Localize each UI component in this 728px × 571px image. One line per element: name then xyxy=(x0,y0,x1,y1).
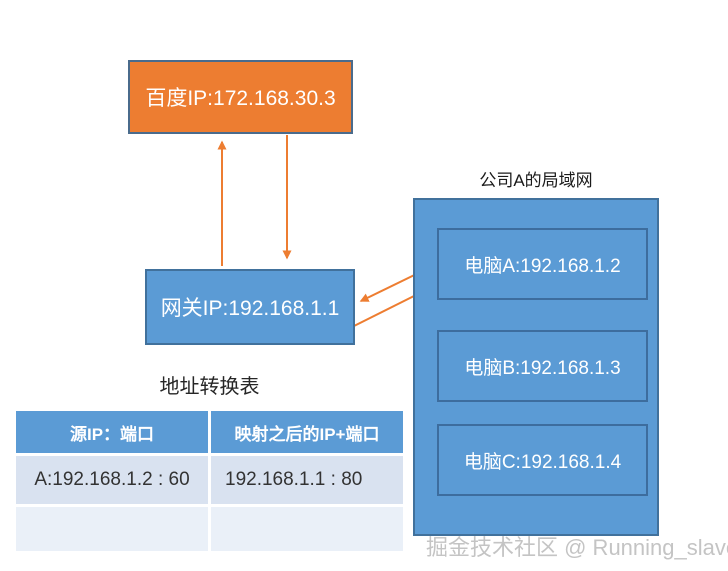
gateway-ip-box: 网关IP:192.168.1.1 xyxy=(145,269,355,345)
nat-table-cell-mapped: 192.168.1.1 : 80 xyxy=(211,456,403,504)
nat-table: 源IP：端口 映射之后的IP+端口 A:192.168.1.2 : 60 192… xyxy=(16,411,403,551)
lan-box: 电脑A:192.168.1.2 电脑B:192.168.1.3 电脑C:192.… xyxy=(413,198,659,536)
computer-c-label: 电脑C:192.168.1.4 xyxy=(463,451,622,473)
nat-table-cell-empty xyxy=(211,507,403,551)
nat-table-cell-empty xyxy=(16,507,208,551)
computer-a-box: 电脑A:192.168.1.2 xyxy=(437,228,648,300)
nat-table-header-mapped: 映射之后的IP+端口 xyxy=(211,411,403,453)
baidu-ip-label: 百度IP:172.168.30.3 xyxy=(145,87,336,110)
baidu-ip-box: 百度IP:172.168.30.3 xyxy=(128,60,353,134)
computer-a-label: 电脑A:192.168.1.2 xyxy=(464,255,621,277)
lan-title: 公司A的局域网 xyxy=(479,171,593,190)
watermark: 掘金技术社区 @ Running_slave xyxy=(426,535,728,560)
computer-b-box: 电脑B:192.168.1.3 xyxy=(437,330,648,402)
gateway-ip-label: 网关IP:192.168.1.1 xyxy=(160,297,340,320)
nat-table-cell-source: A:192.168.1.2 : 60 xyxy=(16,456,208,504)
computer-b-label: 电脑B:192.168.1.3 xyxy=(464,357,621,379)
nat-table-header-source: 源IP：端口 xyxy=(16,411,208,453)
computer-c-box: 电脑C:192.168.1.4 xyxy=(437,424,648,496)
nat-table-title: 地址转换表 xyxy=(159,376,260,398)
